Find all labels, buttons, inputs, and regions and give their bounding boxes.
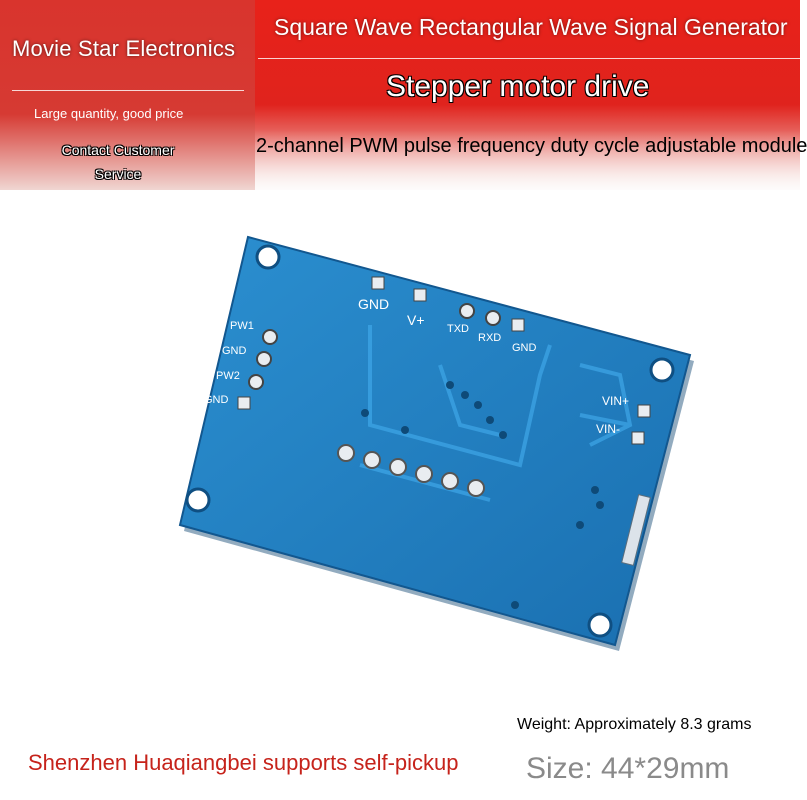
weight-spec: Weight: Approximately 8.3 grams (517, 716, 752, 733)
pad-gnd-mid (256, 351, 272, 367)
mounting-holes (185, 244, 675, 638)
size-spec: Size: 44*29mm (526, 752, 730, 785)
pad-pw2 (248, 374, 264, 390)
label-gnd-top: GND (358, 296, 389, 312)
divider (12, 90, 244, 91)
vias (361, 381, 604, 609)
pcb-board-image: GND V+ TXD RXD GND PW1 GND PW2 GND VIN+ … (178, 235, 694, 651)
header-banner: Movie Star Electronics Large quantity, g… (0, 0, 807, 190)
pad-gnd-top (371, 276, 385, 290)
label-rxd: RXD (478, 332, 501, 344)
label-txd: TXD (447, 323, 469, 335)
shop-panel: Movie Star Electronics Large quantity, g… (0, 0, 255, 190)
pad-v-plus (413, 288, 427, 302)
pad-gnd-low (237, 396, 251, 410)
pad-rxd (485, 310, 501, 326)
shop-name: Movie Star Electronics (12, 36, 236, 61)
contact-customer-service-button[interactable]: Contact Customer Service (40, 138, 196, 186)
product-title-line1: Square Wave Rectangular Wave Signal Gene… (274, 14, 788, 40)
label-pw1: PW1 (230, 320, 254, 332)
label-gnd-mid: GND (222, 345, 247, 357)
pad-vin-plus (637, 404, 651, 418)
pad-vin-minus (631, 431, 645, 445)
label-gnd-low: GND (204, 394, 229, 406)
pad-txd (459, 303, 475, 319)
label-v-plus: V+ (407, 312, 425, 328)
pad-gnd-right (511, 318, 525, 332)
label-pw2: PW2 (216, 370, 240, 382)
contact-label-line2: Service (94, 166, 142, 182)
contact-label-line1: Contact Customer (61, 142, 175, 158)
divider (258, 58, 800, 59)
tagline: Large quantity, good price (34, 106, 184, 121)
product-title-line3: 2-channel PWM pulse frequency duty cycle… (256, 135, 807, 157)
header-pads (337, 444, 485, 497)
label-gnd-right: GND (512, 342, 537, 354)
label-vin-plus: VIN+ (602, 394, 629, 408)
label-vin-minus: VIN- (596, 422, 620, 436)
usb-connector (621, 493, 651, 567)
product-title-line2: Stepper motor drive (386, 70, 650, 103)
pad-pw1 (262, 329, 278, 345)
product-photo: GND V+ TXD RXD GND PW1 GND PW2 GND VIN+ … (160, 225, 700, 665)
pickup-note: Shenzhen Huaqiangbei supports self-picku… (28, 750, 459, 775)
